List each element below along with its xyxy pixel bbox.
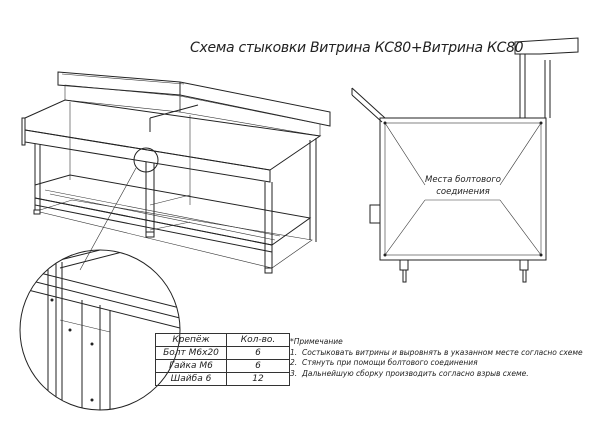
fastener-qty: 12 [226, 372, 290, 386]
fastener-name: Гайка М6 [155, 359, 227, 373]
notes-block: *Примечание 1.Состыковать витрины и выро… [290, 337, 583, 379]
table-row: Болт М6х20 6 [155, 346, 290, 360]
header-quantity: Кол-во. [226, 333, 290, 347]
notes-heading: *Примечание [290, 337, 343, 346]
table-header-row: Крепёж Кол-во. [155, 333, 290, 347]
bolt-connection-callout: Места болтового соединения [425, 174, 501, 198]
note-item: 3.Дальнейшую сборку производить согласно… [290, 368, 529, 378]
fastener-name: Шайба 6 [155, 372, 227, 386]
fasteners-table: Крепёж Кол-во. Болт М6х20 6 Гайка М6 6 Ш… [155, 333, 290, 386]
fastener-qty: 6 [226, 359, 290, 373]
note-item: 1.Состыковать витрины и выровнять в указ… [290, 347, 583, 357]
note-item: 2.Стянуть при помощи болтового соединени… [290, 358, 478, 367]
table-row: Шайба 6 12 [155, 372, 290, 386]
callout-line-2: соединения [436, 187, 490, 197]
header-fastener: Крепёж [155, 333, 227, 347]
fastener-name: Болт М6х20 [155, 346, 227, 360]
joint-detail-view [19, 249, 181, 411]
fastener-qty: 6 [226, 346, 290, 360]
isometric-assembly-view [21, 71, 331, 274]
drawing-title: Схема стыковки Витрина КС80+Витрина КС80 [190, 40, 524, 56]
front-view [351, 37, 579, 283]
detail-marker-circle [133, 147, 159, 173]
table-row: Гайка М6 6 [155, 359, 290, 373]
callout-line-1: Места болтового [425, 175, 502, 185]
